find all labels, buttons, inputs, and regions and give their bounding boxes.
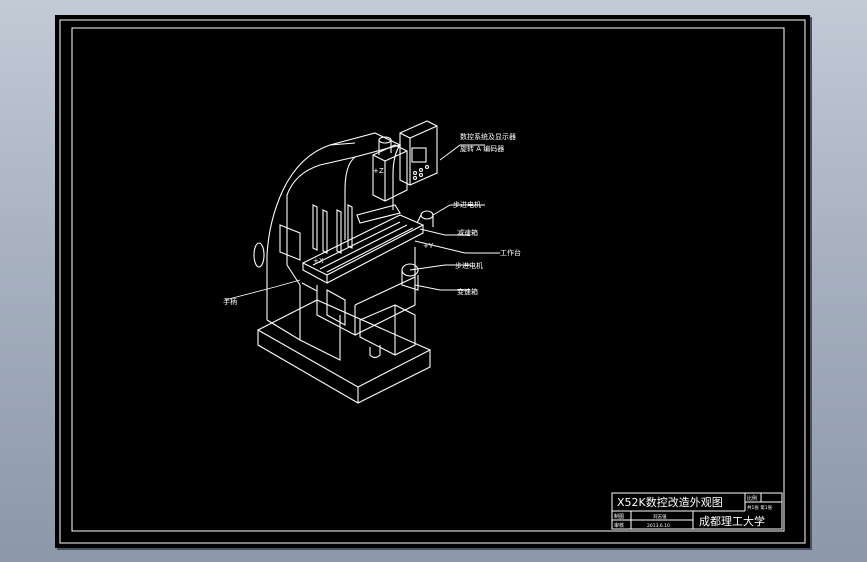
scale-value: 共1张 第1张 [747, 504, 773, 511]
drawn-label: 制图 [614, 513, 624, 520]
cad-drawing: 数控系统及显示器 旋转 A 编码器 步进电机 减速箱 工作台 步进电机 变速箱 … [59, 19, 806, 544]
label-stepper-motor-bottom: 步进电机 [455, 261, 483, 270]
outer-frame [59, 19, 806, 544]
label-reducer-top: 减速箱 [457, 228, 478, 237]
drawn-value: 刘志强 [653, 513, 667, 520]
title-block-text: X52K数控改造外观图 成都理工大学 比例 共1张 第1张 制图 刘志强 审核 … [614, 495, 773, 529]
label-cnc-system: 数控系统及显示器 [460, 132, 516, 141]
school-name: 成都理工大学 [699, 514, 765, 528]
label-stepper-motor-top: 步进电机 [453, 200, 481, 209]
axis-label-x: +X [313, 257, 324, 265]
label-handle: 手柄 [223, 297, 237, 306]
drawing-sheet: 数控系统及显示器 旋转 A 编码器 步进电机 减速箱 工作台 步进电机 变速箱 … [55, 15, 810, 548]
milling-machine [253, 120, 438, 404]
label-encoder: 旋转 A 编码器 [460, 144, 504, 153]
axis-label-y: +Y [423, 242, 434, 250]
check-value: 2013.6.10 [647, 523, 670, 529]
scale-label: 比例 [747, 495, 757, 502]
inner-frame [71, 27, 785, 532]
check-label: 审核 [614, 522, 624, 529]
axis-label-z: +Z [373, 167, 384, 175]
label-worktable: 工作台 [500, 248, 521, 257]
title-block [611, 492, 783, 530]
callout-labels: 数控系统及显示器 旋转 A 编码器 步进电机 减速箱 工作台 步进电机 变速箱 … [223, 132, 521, 306]
drawing-title: X52K数控改造外观图 [617, 495, 723, 509]
label-reducer-bottom: 变速箱 [457, 287, 478, 296]
leader-lines [224, 144, 500, 301]
